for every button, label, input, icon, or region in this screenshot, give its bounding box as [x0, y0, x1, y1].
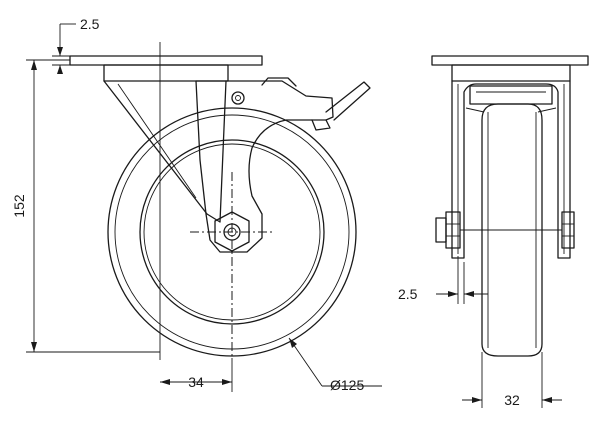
total-height-label: 152: [11, 194, 27, 218]
top-plate: [69, 55, 263, 66]
plate-thickness-label: 2.5: [80, 16, 100, 32]
swivel-head: [103, 64, 229, 82]
fork-body: [195, 80, 334, 253]
wheel-diameter-label: Ø125: [330, 377, 364, 393]
dim-wheel-diameter: Ø125: [288, 337, 382, 393]
wheel-hub-circle: [139, 139, 325, 325]
front-swivel-head: [451, 64, 571, 82]
front-fork: [451, 80, 571, 259]
front-top-plate: [431, 55, 589, 66]
dim-wheel-width: 32: [462, 352, 562, 408]
brake-lever: [325, 81, 371, 121]
side-clearance-label: 2.5: [398, 286, 418, 302]
caster-front-view: [431, 55, 589, 357]
dim-total-height: 152: [11, 59, 160, 353]
rivet-center: [235, 95, 241, 101]
fork-leg-edge: [117, 83, 197, 199]
swivel-offset-label: 34: [188, 374, 204, 390]
brake-bar: [469, 85, 553, 105]
dim-side-clearance: 2.5: [398, 256, 488, 304]
fork-leg: [103, 80, 227, 223]
brake-top: [261, 77, 297, 87]
caster-side-view: [69, 42, 371, 360]
dim-plate-thickness: 2.5: [52, 16, 100, 74]
rivet-icon: [231, 91, 245, 105]
brake-details: [465, 107, 557, 113]
brake-pad: [311, 119, 331, 131]
axle-nut: [214, 211, 250, 252]
wheel-width-label: 32: [504, 392, 520, 408]
front-axle-nut-head: [435, 217, 447, 243]
dim-swivel-offset: 34: [160, 358, 233, 392]
front-wheel: [481, 103, 543, 357]
